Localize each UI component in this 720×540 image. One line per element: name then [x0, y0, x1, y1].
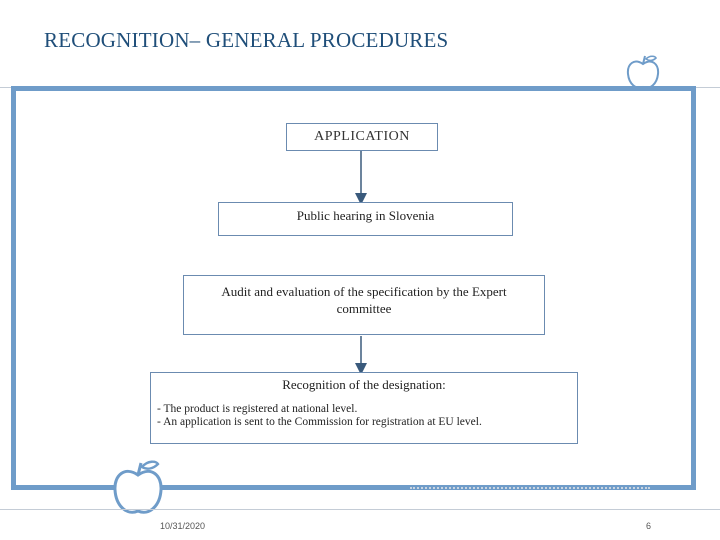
flow-step-public-hearing: Public hearing in Slovenia: [218, 202, 513, 236]
bottom-rule: [0, 509, 720, 510]
flow-step-recognition-title: Recognition of the designation:: [282, 377, 446, 392]
flow-step-audit-line2: committee: [336, 301, 392, 316]
flow-step-audit: Audit and evaluation of the specificatio…: [183, 275, 545, 335]
flow-step-public-hearing-label: Public hearing in Slovenia: [296, 208, 435, 223]
apple-icon: [113, 460, 163, 514]
faded-footer-watermark: [410, 487, 650, 495]
page-title: RECOGNITION– GENERAL PROCEDURES: [44, 28, 449, 52]
flow-step-application: APPLICATION: [286, 123, 438, 151]
flow-step-application-label: APPLICATION: [314, 129, 410, 144]
flow-step-recognition-item: - An application is sent to the Commissi…: [157, 416, 482, 428]
flow-step-audit-line1: Audit and evaluation of the specificatio…: [221, 284, 507, 299]
footer-date: 10/31/2020: [160, 521, 206, 531]
page-number: 6: [646, 521, 652, 531]
flow-step-recognition: Recognition of the designation: - The pr…: [150, 372, 578, 444]
flow-step-recognition-item: - The product is registered at national …: [157, 403, 358, 415]
